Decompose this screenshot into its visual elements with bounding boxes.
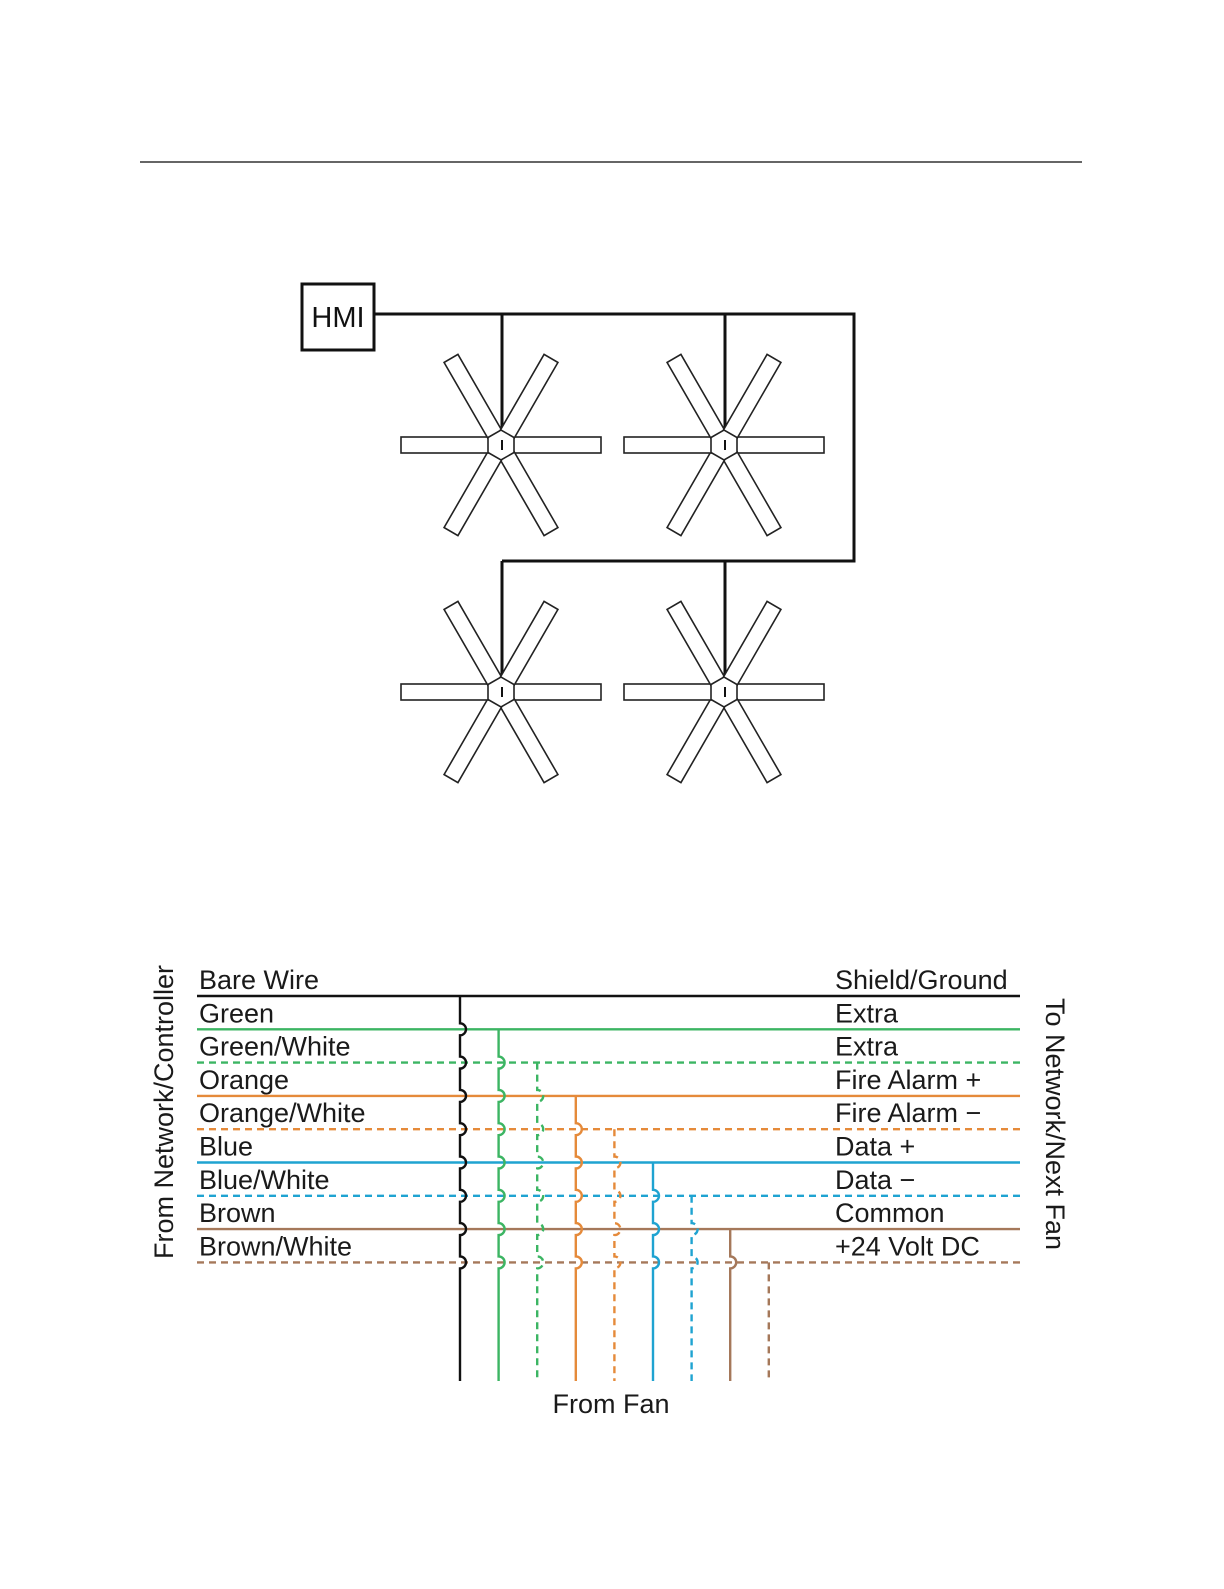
wire-drop-2 [499, 1029, 505, 1381]
wire-left-label: Bare Wire [199, 965, 319, 995]
wire-row-2: Green Extra [197, 998, 1020, 1029]
wire-right-label: Shield/Ground [835, 965, 1008, 995]
wire-right-label: Data − [835, 1165, 915, 1195]
fan-blade [505, 437, 601, 453]
fan-blade [401, 684, 497, 700]
wire-left-label: Green/White [199, 1032, 351, 1062]
wire-right-label: Fire Alarm − [835, 1098, 981, 1128]
fan-blade [401, 437, 497, 453]
wire-row-6: Blue Data + [197, 1132, 1020, 1163]
right-side-label: To Network/Next Fan [1040, 998, 1070, 1250]
wire-right-label: Data + [835, 1132, 915, 1162]
wire-left-label: Brown [199, 1198, 276, 1228]
wire-row-1: Bare Wire Shield/Ground [197, 965, 1020, 996]
wire-row-8: Brown Common [197, 1198, 1020, 1229]
wire-drop-1 [460, 996, 466, 1381]
fan-blade [505, 684, 601, 700]
bottom-label: From Fan [552, 1389, 669, 1419]
wire-right-label: Fire Alarm + [835, 1065, 981, 1095]
wire-row-4: Orange Fire Alarm + [197, 1065, 1020, 1096]
wire-right-label: Extra [835, 1032, 899, 1062]
wire-drop-8 [730, 1229, 736, 1381]
fan-blade [728, 437, 824, 453]
left-side-label: From Network/Controller [149, 965, 179, 1259]
fan-blade [728, 684, 824, 700]
wire-row-3: Green/White Extra [197, 1032, 1020, 1063]
wire-row-7: Blue/White Data − [197, 1165, 1020, 1196]
wire-left-label: Orange [199, 1065, 289, 1095]
hmi-label: HMI [311, 302, 364, 334]
wire-right-label: +24 Volt DC [835, 1231, 980, 1261]
fan-blade [624, 684, 720, 700]
wire-right-label: Extra [835, 998, 899, 1028]
wire-row-5: Orange/White Fire Alarm − [197, 1098, 1020, 1129]
wire-drop-4 [576, 1096, 582, 1381]
wire-left-label: Blue [199, 1132, 253, 1162]
wiring-diagram: From Network/Controller To Network/Next … [149, 965, 1070, 1419]
wire-left-label: Green [199, 998, 274, 1028]
wire-drop-5 [614, 1129, 620, 1381]
network-layout-diagram: HMI [302, 284, 854, 783]
fan-blade [624, 437, 720, 453]
wire-right-label: Common [835, 1198, 945, 1228]
wire-drop-3 [537, 1063, 543, 1381]
wire-row-9: Brown/White +24 Volt DC [197, 1231, 1020, 1262]
wire-left-label: Blue/White [199, 1165, 330, 1195]
wire-left-label: Orange/White [199, 1098, 366, 1128]
wire-drop-7 [692, 1196, 698, 1381]
wire-left-label: Brown/White [199, 1231, 352, 1261]
